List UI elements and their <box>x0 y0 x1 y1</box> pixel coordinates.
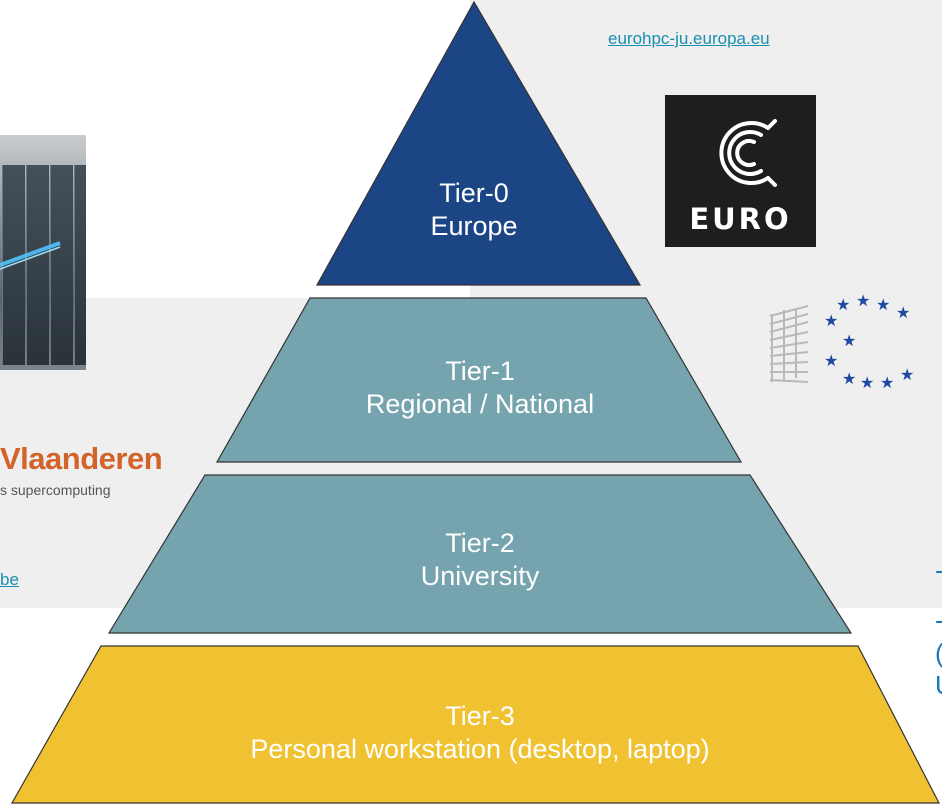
svg-text:★: ★ <box>842 369 856 388</box>
tier-3-label: Tier-3 Personal workstation (desktop, la… <box>130 700 830 766</box>
tier-0-scope: Europe <box>430 211 518 241</box>
tier-3-segment <box>10 645 940 804</box>
svg-text:★: ★ <box>860 373 874 392</box>
tier-0-label: Tier-0 Europe <box>379 177 569 243</box>
eurohpc-logo-text: EURO <box>689 202 792 236</box>
eurohpc-logo: EURO <box>665 95 816 247</box>
svg-text:★: ★ <box>880 373 894 392</box>
svg-text:★: ★ <box>836 295 850 314</box>
right-edge-fragment-2: - <box>935 605 942 636</box>
vsc-website-link[interactable]: be <box>0 570 19 589</box>
tier-0-title: Tier-0 <box>439 178 509 208</box>
tier-2-scope: University <box>420 561 540 591</box>
right-edge-fragment-3: ( <box>935 638 942 669</box>
svg-text:★: ★ <box>856 291 870 310</box>
tier-1-scope: Regional / National <box>365 389 595 419</box>
svg-text:★: ★ <box>842 331 856 350</box>
tier-2-segment <box>107 474 853 634</box>
svg-text:★: ★ <box>900 365 914 384</box>
tier-3-scope: Personal workstation (desktop, laptop) <box>250 734 710 764</box>
tier-3-title: Tier-3 <box>445 701 515 731</box>
supercomputer-photo <box>0 135 86 370</box>
tier-1-title: Tier-1 <box>445 356 515 386</box>
vsc-logo-tagline: s supercomputing <box>0 482 111 498</box>
svg-text:★: ★ <box>896 303 910 322</box>
vsc-logo-name: Vlaanderen <box>0 441 163 476</box>
right-edge-fragment-4: U <box>935 670 942 701</box>
eurohpc-c-mark-icon <box>719 119 777 187</box>
right-edge-fragment-1: - <box>935 555 942 586</box>
eurohpc-website-link[interactable]: eurohpc-ju.europa.eu <box>608 29 770 48</box>
tier-0-segment <box>315 0 642 286</box>
tier-2-title: Tier-2 <box>445 528 515 558</box>
svg-text:★: ★ <box>824 311 838 330</box>
eu-stars-logo: ★★★ ★★★ ★★★ ★★ <box>769 291 914 392</box>
tier-2-label: Tier-2 University <box>330 527 630 593</box>
svg-text:★: ★ <box>824 351 838 370</box>
tier-1-label: Tier-1 Regional / National <box>300 355 660 421</box>
tier-1-segment <box>215 297 743 463</box>
svg-text:★: ★ <box>876 295 890 314</box>
